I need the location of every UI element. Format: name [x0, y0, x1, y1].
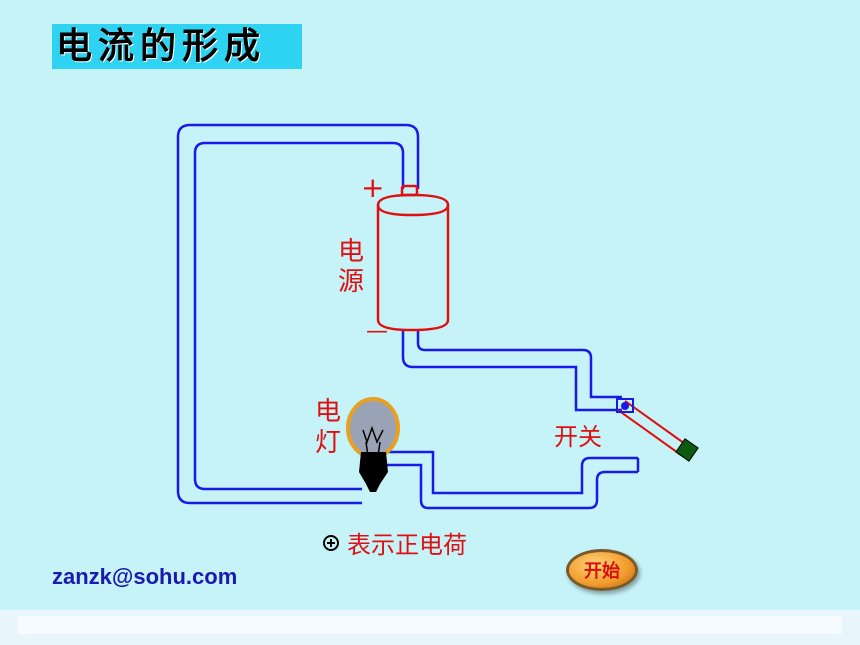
wire-left-top — [176, 123, 420, 505]
bulb-label-1: 电 — [315, 397, 342, 427]
bulb-filament — [362, 425, 384, 445]
legend: 表示正电荷 — [323, 525, 467, 560]
wire-left-top-inner — [193, 141, 405, 491]
switch-handle — [675, 438, 699, 462]
bulb-label-2: 灯 — [315, 428, 342, 458]
wire-switch-bulb-inner — [385, 463, 638, 510]
wire-battery-switch — [401, 330, 622, 412]
battery-body — [376, 193, 450, 332]
positive-charge-icon — [323, 534, 339, 551]
plus-sign: + — [361, 171, 385, 204]
wire-battery-switch-inner — [416, 330, 622, 399]
bulb-glass — [346, 397, 400, 459]
battery — [376, 184, 450, 332]
switch-pivot-dot — [621, 402, 629, 410]
bulb-tip — [366, 484, 380, 492]
switch-lever-bottom — [617, 409, 682, 456]
bulb — [346, 397, 400, 492]
power-source-label-2: 源 — [338, 267, 365, 297]
switch-pivot — [616, 398, 634, 413]
wire-switch-bulb — [385, 450, 638, 495]
switch-lever-top — [624, 400, 689, 447]
bottom-band — [0, 610, 860, 645]
switch — [617, 400, 689, 456]
power-source-label-1: 电 — [338, 237, 365, 267]
author-email: zanzk@sohu.com — [52, 564, 238, 589]
minus-sign: — — [366, 319, 388, 344]
legend-text: 表示正电荷 — [347, 531, 467, 559]
switch-label: 开关 — [554, 423, 602, 451]
start-button[interactable]: 开始 — [566, 549, 638, 591]
bulb-base — [359, 452, 388, 484]
battery-top-rim — [376, 204, 450, 217]
page-title: 电流的形成 — [52, 24, 302, 69]
